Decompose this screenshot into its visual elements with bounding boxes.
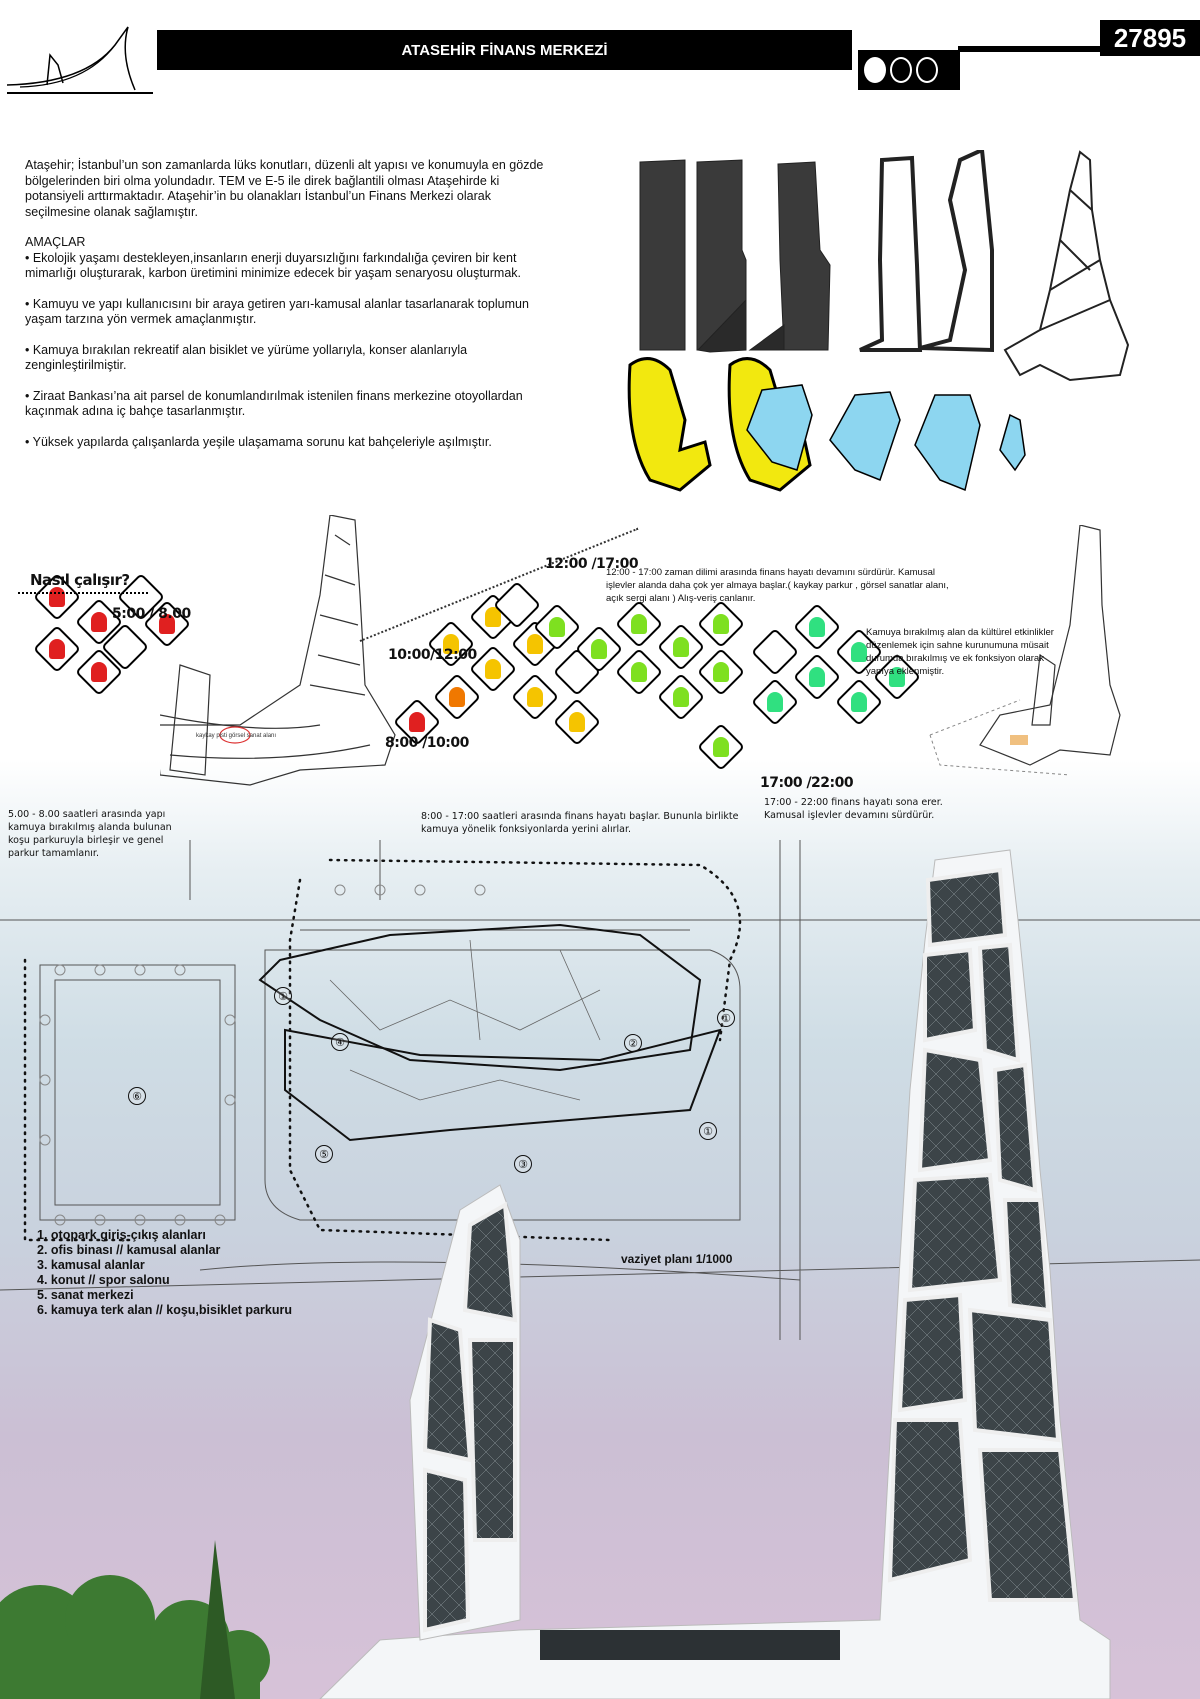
time-label: 17:00 /22:00 — [760, 775, 854, 791]
plan-marker-3: ③ — [514, 1155, 532, 1173]
plan-marker-5: ⑤ — [315, 1145, 333, 1163]
plan-marker-1: ① — [274, 987, 292, 1005]
goal-item: • Ziraat Bankası’na ait parsel de konuml… — [25, 388, 523, 419]
activity-figure-icon — [713, 662, 729, 682]
activity-figure-icon — [549, 617, 565, 637]
how-it-works-heading: Nasıl çalışır? — [30, 571, 130, 589]
activity-figure-icon — [673, 637, 689, 657]
page-dot — [890, 57, 912, 83]
activity-diamond — [656, 622, 706, 672]
intro-text: Ataşehir; İstanbul’un son zamanlarda lük… — [25, 158, 545, 465]
page-indicator — [858, 50, 960, 90]
plan-marker-1: ① — [717, 1009, 735, 1027]
tower-render — [0, 849, 1111, 1699]
activity-figure-icon — [485, 659, 501, 679]
legend-item: 3. kamusal alanlar — [37, 1258, 145, 1272]
activity-figure-icon — [673, 687, 689, 707]
goal-item: • Kamuyu ve yapı kullanıcısını bir araya… — [25, 296, 529, 327]
activity-diamond — [834, 677, 884, 727]
activity-diamond — [510, 672, 560, 722]
activity-figure-icon — [809, 617, 825, 637]
activity-figure-icon — [631, 614, 647, 634]
note-evening: 17:00 - 22:00 finans hayatı sona erer. K… — [764, 797, 943, 821]
building-axonometric-evening — [929, 525, 1121, 776]
plan-marker-1: ① — [699, 1122, 717, 1140]
activity-figure-icon — [527, 634, 543, 654]
page-dot-active — [864, 57, 886, 83]
goal-item: • Ekolojik yaşamı destekleyen,insanların… — [25, 250, 522, 281]
activity-figure-icon — [767, 692, 783, 712]
activity-figure-icon — [851, 692, 867, 712]
page-dot — [916, 57, 938, 83]
activity-diamond — [792, 602, 842, 652]
intro-paragraph: Ataşehir; İstanbul’un son zamanlarda lük… — [25, 158, 544, 219]
activity-figure-icon — [91, 612, 107, 632]
activity-figure-icon — [713, 614, 729, 634]
note-early: 5.00 - 8.00 saatleri arasında yapı kamuy… — [8, 809, 172, 859]
activity-figure-icon — [527, 687, 543, 707]
plan-marker-6: ⑥ — [128, 1087, 146, 1105]
site-plan — [0, 840, 1200, 1340]
legend-item: 2. ofis binası // kamusal alanlar — [37, 1243, 221, 1257]
activity-figure-icon — [91, 662, 107, 682]
goals-heading: AMAÇLAR — [25, 235, 86, 249]
activity-diamond — [750, 627, 800, 677]
activity-diamond — [696, 647, 746, 697]
activity-figure-icon — [49, 639, 65, 659]
activity-figure-icon — [851, 642, 867, 662]
goal-item: • Yüksek yapılarda çalışanlarda yeşile u… — [25, 434, 492, 449]
plan-marker-2: ② — [624, 1034, 642, 1052]
activity-figure-icon — [49, 587, 65, 607]
page-title: ATASEHİR FİNANS MERKEZİ — [157, 30, 852, 70]
header-divider — [958, 46, 1102, 52]
time-label: 5:00 / 8.00 — [112, 606, 191, 622]
legend-item: 6. kamuya terk alan // koşu,bisiklet par… — [37, 1303, 292, 1317]
site-plan-scale: vaziyet planı 1/1000 — [621, 1252, 733, 1266]
activity-diamond — [696, 599, 746, 649]
goal-item: • Kamuya bırakılan rekreatif alan bisikl… — [25, 342, 468, 373]
activity-figure-icon — [713, 737, 729, 757]
activity-figure-icon — [409, 712, 425, 732]
activity-diamond — [614, 599, 664, 649]
form-evolution-diagram — [627, 150, 1130, 492]
activity-diamond — [656, 672, 706, 722]
time-label: 8:00 /10:00 — [385, 735, 469, 751]
time-label: 10:00/12:00 — [388, 647, 477, 663]
building-axonometric-early: kaykay pisti görsel sanat alanı — [160, 515, 396, 786]
note-culture: Kamuya bırakılmış alan da kültürel etkin… — [866, 627, 1054, 677]
note-midday: 12:00 - 17:00 zaman dilimi arasında fina… — [606, 567, 949, 604]
activity-diamond — [552, 697, 602, 747]
activity-figure-icon — [569, 712, 585, 732]
legend-item: 1. otopark giriş-çıkış alanları — [37, 1228, 206, 1242]
plan-marker-4: ④ — [331, 1033, 349, 1051]
activity-figure-icon — [631, 662, 647, 682]
activity-diamond — [32, 624, 82, 674]
heading-underline — [18, 592, 148, 594]
project-number: 27895 — [1100, 20, 1200, 56]
logo-icon — [6, 26, 153, 94]
activity-figure-icon — [591, 639, 607, 659]
activity-figure-icon — [449, 687, 465, 707]
note-morning: 8:00 - 17:00 saatleri arasında finans ha… — [421, 811, 739, 835]
legend-item: 5. sanat merkezi — [37, 1288, 134, 1302]
time-label: 12:00 /17:00 — [545, 556, 639, 572]
site-plan-legend: 1. otopark giriş-çıkış alanları 2. ofis … — [37, 1228, 292, 1318]
activity-diamond — [750, 677, 800, 727]
activity-diamond — [792, 652, 842, 702]
activity-diamond — [614, 647, 664, 697]
plan-note: kaykay pisti görsel sanat alanı — [196, 733, 276, 739]
activity-figure-icon — [809, 667, 825, 687]
legend-item: 4. konut // spor salonu — [37, 1273, 170, 1287]
